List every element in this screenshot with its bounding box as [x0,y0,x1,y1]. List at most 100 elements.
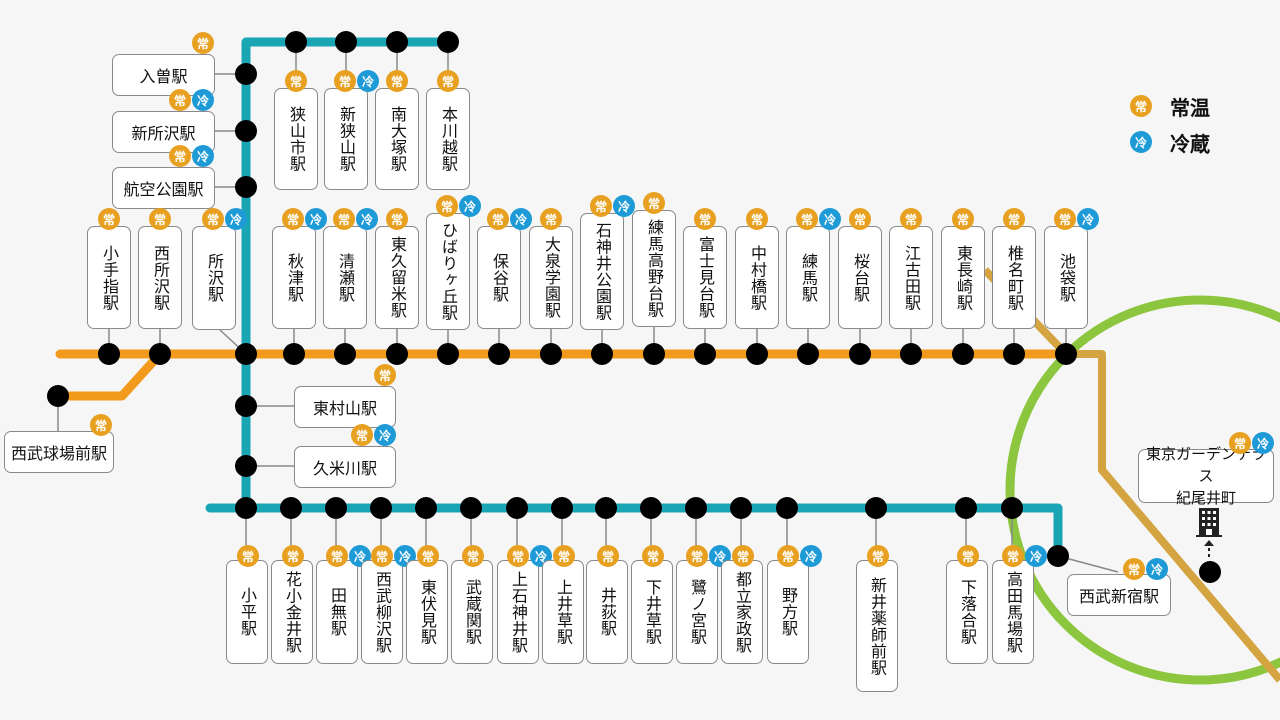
storage-badges: 常冷 [333,208,378,230]
station-dot[interactable] [235,455,257,477]
station-label[interactable]: 新狭山駅 [324,88,368,190]
station-label[interactable]: 椎名町駅 [992,226,1036,329]
station-label[interactable]: 下井草駅 [631,560,673,664]
station-label[interactable]: 所沢駅 [192,226,236,330]
station-dot[interactable] [746,343,768,365]
station-dot[interactable] [849,343,871,365]
station-dot[interactable] [685,497,707,519]
station-dot[interactable] [643,343,665,365]
station-label[interactable]: 鷺ノ宮駅 [676,560,718,664]
station-dot[interactable] [149,343,171,365]
station-label[interactable]: 田無駅 [316,560,358,664]
station-dot[interactable] [595,497,617,519]
station-label[interactable]: 小平駅 [226,560,268,664]
station-label[interactable]: 小手指駅 [87,226,131,329]
station-dot[interactable] [865,497,887,519]
station-label[interactable]: 東村山駅 [294,386,396,428]
station-dot[interactable] [437,343,459,365]
station-label[interactable]: 下落合駅 [946,560,988,664]
station-dot[interactable] [437,31,459,53]
station-dot[interactable] [1199,561,1221,583]
station-dot[interactable] [952,343,974,365]
station-dot[interactable] [506,497,528,519]
station-label[interactable]: 新井薬師前駅 [856,560,898,692]
station-dot[interactable] [488,343,510,365]
station-dot[interactable] [235,120,257,142]
station-dot[interactable] [386,343,408,365]
station-dot[interactable] [1003,343,1025,365]
station-dot[interactable] [235,343,257,365]
station-dot[interactable] [551,497,573,519]
station-label[interactable]: 東久留米駅 [375,226,419,329]
station-dot[interactable] [98,343,120,365]
station-dot[interactable] [325,497,347,519]
station-label[interactable]: 西武球場前駅 [4,431,114,473]
station-label[interactable]: 都立家政駅 [721,560,763,664]
station-label[interactable]: 東伏見駅 [406,560,448,664]
station-label[interactable]: 練馬駅 [786,226,830,329]
station-label[interactable]: 本川越駅 [426,88,470,190]
station-label[interactable]: 桜台駅 [838,226,882,329]
station-dot[interactable] [334,343,356,365]
station-label[interactable]: 上石神井駅 [497,560,539,664]
station-label[interactable]: 西所沢駅 [138,226,182,329]
station-label[interactable]: 高田馬場駅 [992,560,1034,664]
station-label[interactable]: 西武新宿駅 [1067,574,1171,616]
station-dot[interactable] [460,497,482,519]
station-label[interactable]: 東長崎駅 [941,226,985,329]
station-dot[interactable] [776,497,798,519]
station-label[interactable]: 江古田駅 [889,226,933,329]
station-dot[interactable] [640,497,662,519]
station-dot[interactable] [955,497,977,519]
station-label[interactable]: 野方駅 [767,560,809,664]
station-dot[interactable] [694,343,716,365]
station-name: 清瀬駅 [336,252,355,303]
station-label[interactable]: 久米川駅 [294,446,396,488]
station-dot[interactable] [235,395,257,417]
station-label[interactable]: 新所沢駅 [112,111,215,153]
storage-badges: 常 [957,545,979,567]
station-label[interactable]: 狭山市駅 [274,88,318,190]
station-dot[interactable] [283,343,305,365]
station-label[interactable]: 東京ガーデンテラス 紀尾井町 [1138,445,1274,507]
ambient-badge-icon: 常 [732,545,754,567]
station-dot[interactable] [285,31,307,53]
station-dot[interactable] [540,343,562,365]
station-dot[interactable] [235,497,257,519]
station-label[interactable]: 富士見台駅 [683,226,727,329]
station-dot[interactable] [900,343,922,365]
station-dot[interactable] [1047,545,1069,567]
ambient-badge-icon: 常 [694,208,716,230]
station-dot[interactable] [797,343,819,365]
station-dot[interactable] [370,497,392,519]
station-dot[interactable] [235,63,257,85]
station-label[interactable]: 花小金井駅 [271,560,313,664]
station-label[interactable]: 石神井公園駅 [580,213,624,330]
station-dot[interactable] [1055,343,1077,365]
station-dot[interactable] [235,176,257,198]
storage-badges: 常冷 [282,208,327,230]
station-dot[interactable] [415,497,437,519]
station-label[interactable]: 大泉学園駅 [529,226,573,329]
station-label[interactable]: 保谷駅 [477,226,521,329]
station-label[interactable]: 清瀬駅 [323,226,367,329]
station-dot[interactable] [591,343,613,365]
station-dot[interactable] [335,31,357,53]
station-dot[interactable] [1001,497,1023,519]
station-dot[interactable] [730,497,752,519]
station-label[interactable]: 航空公園駅 [112,167,215,209]
station-label[interactable]: 井荻駅 [586,560,628,664]
station-label[interactable]: 池袋駅 [1044,226,1088,329]
station-label[interactable]: ひばりヶ丘駅 [426,213,470,330]
station-label[interactable]: 練馬高野台駅 [632,210,676,327]
station-dot[interactable] [386,31,408,53]
station-label[interactable]: 中村橋駅 [735,226,779,329]
station-label[interactable]: 西武柳沢駅 [361,560,403,664]
station-dot[interactable] [280,497,302,519]
station-dot[interactable] [47,385,69,407]
station-label[interactable]: 秋津駅 [272,226,316,329]
station-label[interactable]: 入曽駅 [112,54,215,96]
station-label[interactable]: 上井草駅 [542,560,584,664]
station-label[interactable]: 武蔵関駅 [451,560,493,664]
station-label[interactable]: 南大塚駅 [375,88,419,190]
